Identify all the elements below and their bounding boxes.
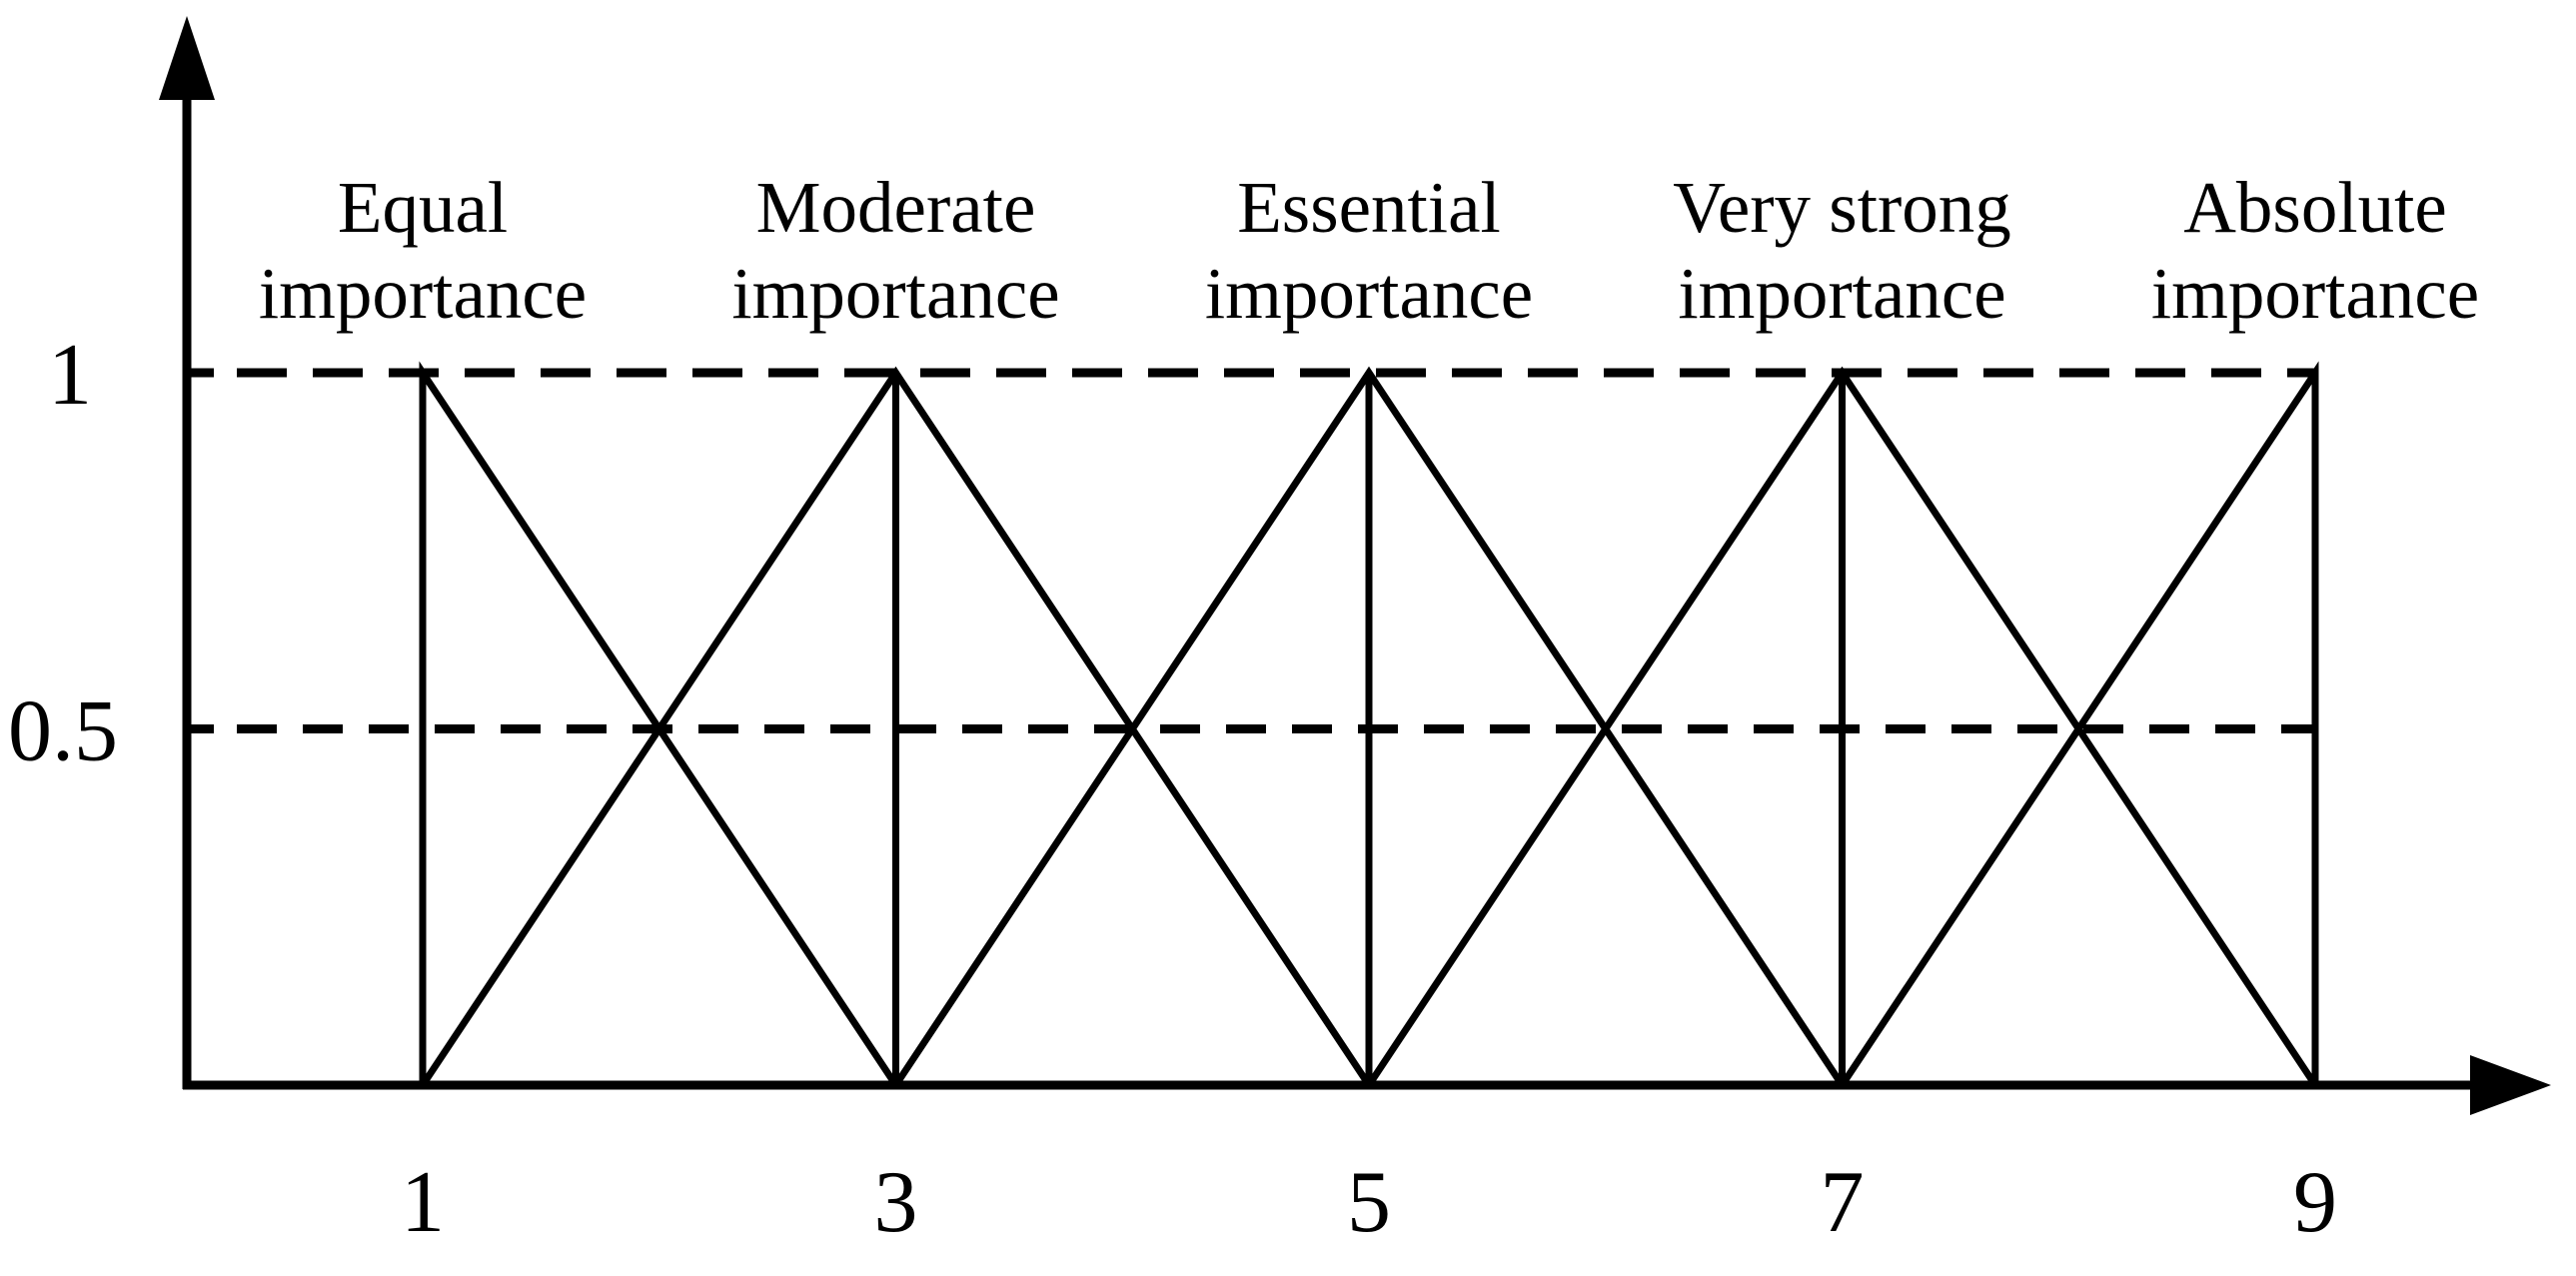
x-tick-label-3: 3 [874,1154,918,1251]
y-axis-arrowhead-icon [159,16,215,100]
x-tick-label-1: 1 [401,1154,445,1251]
series-label-equal-importance-line1: Equal [338,167,508,248]
series-label-essential-importance-line1: Essential [1237,167,1501,248]
series-label-equal-importance-line2: importance [259,253,587,334]
series-label-moderate-importance-line1: Moderate [756,167,1036,248]
series-label-moderate-importance-line2: importance [731,253,1059,334]
x-axis-arrowhead-icon [2470,1055,2551,1115]
series-label-very-strong-importance-line2: importance [1678,253,2005,334]
y-tick-label-0.5: 0.5 [8,683,118,780]
series-label-absolute-importance-line1: Absolute [2183,167,2447,248]
series-label-essential-importance-line2: importance [1205,253,1533,334]
series-label-very-strong-importance-line1: Very strong [1673,167,2011,248]
series-label-absolute-importance-line2: importance [2151,253,2479,334]
x-tick-label-5: 5 [1347,1154,1391,1251]
x-tick-label-9: 9 [2293,1154,2337,1251]
y-tick-label-1: 1 [48,327,92,424]
x-tick-label-7: 7 [1821,1154,1865,1251]
